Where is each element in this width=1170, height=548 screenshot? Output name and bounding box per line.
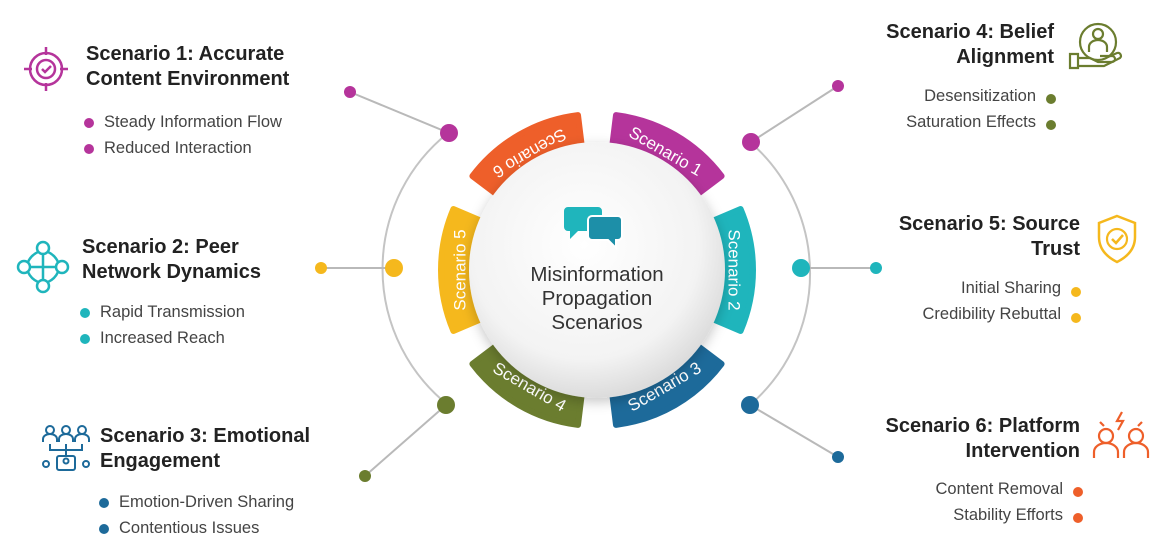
scenario-4-title-line-2: Alignment: [956, 46, 1054, 68]
scenario-2-title-line-1: Scenario 2: Peer: [82, 236, 239, 258]
scenario-4-bullet-dot: [1046, 94, 1056, 104]
scenario-2-bullet-dot: [80, 308, 90, 318]
scenario-6-bullet-2: Stability Efforts: [953, 506, 1063, 524]
connector-line: [364, 404, 447, 477]
scenario-1-title-line-2: Content Environment: [86, 68, 290, 90]
scenario-4-bullet-dot: [1046, 120, 1056, 130]
scenario-2-bullet-1: Rapid Transmission: [100, 303, 245, 321]
scenario-2-title-line-2: Network Dynamics: [82, 261, 261, 283]
scenario-3-title: Scenario 3: Emotional Engagement: [100, 424, 310, 474]
scenario-4-title-line-1: Scenario 4: Belief: [886, 21, 1054, 43]
network-icon: [16, 240, 70, 294]
scenario-6-title-line-2: Intervention: [965, 440, 1080, 462]
chat-bubbles-icon: [564, 207, 623, 251]
connector-end-dot: [344, 86, 356, 98]
scenario-3-bullet-dot: [99, 498, 109, 508]
connector-line: [749, 404, 839, 458]
scenario-5-bullet-dot: [1071, 313, 1081, 323]
scenario-5-bullet-2: Credibility Rebuttal: [922, 305, 1061, 323]
connector-node: [440, 124, 458, 142]
scenario-1-title-line-1: Scenario 1: Accurate: [86, 43, 285, 65]
connector-node: [741, 396, 759, 414]
person-hand-icon: [1068, 22, 1122, 70]
wheel-segment-label-2: Scenario 2: [725, 229, 744, 310]
scenario-1-bullet-dot: [84, 118, 94, 128]
people-network-icon: [42, 425, 90, 471]
shield-check-icon: [1097, 214, 1137, 264]
scenario-1-bullet-dot: [84, 144, 94, 154]
people-lightning-icon: [1092, 411, 1150, 458]
scenario-3-title-line-1: Scenario 3: Emotional: [100, 425, 311, 447]
center-label-line-2: Propagation: [542, 287, 653, 310]
connector-node: [437, 396, 455, 414]
scenario-5-bullet-1: Initial Sharing: [961, 279, 1061, 297]
wheel-segment-label-5: Scenario 5: [450, 229, 469, 310]
scenario-2-bullet-dot: [80, 334, 90, 344]
connector-line: [750, 85, 839, 143]
connector-end-dot: [832, 451, 844, 463]
scenario-3-bullet-2: Contentious Issues: [119, 519, 260, 537]
scenario-6-bullet-1: Content Removal: [935, 480, 1063, 498]
target-check-icon: [24, 47, 68, 91]
scenario-3-bullet-1: Emotion-Driven Sharing: [119, 493, 295, 511]
scenario-1-title: Scenario 1: Accurate Content Environment: [86, 42, 289, 92]
connector-line: [349, 91, 450, 134]
connector-node: [742, 133, 760, 151]
scenario-6-title: Scenario 6: Platform Intervention: [885, 414, 1080, 464]
connector-end-dot: [870, 262, 882, 274]
scenario-1-bullet-1: Steady Information Flow: [104, 113, 282, 131]
scenario-2-title: Scenario 2: Peer Network Dynamics: [82, 235, 261, 285]
connector-node: [385, 259, 403, 277]
scenario-1-bullet-2: Reduced Interaction: [104, 139, 252, 157]
connector-end-dot: [359, 470, 371, 482]
outer-arc-right: [749, 141, 812, 406]
scenario-4-title: Scenario 4: Belief Alignment: [886, 20, 1054, 70]
connector-end-dot: [832, 80, 844, 92]
scenario-4-bullet-2: Saturation Effects: [906, 113, 1036, 131]
scenario-5-title-line-1: Scenario 5: Source: [898, 213, 1080, 235]
center-label-line-1: Misinformation: [530, 263, 663, 286]
scenario-6-bullet-dot: [1073, 513, 1083, 523]
scenario-6-title-line-1: Scenario 6: Platform: [885, 415, 1080, 437]
scenario-5-title-line-2: Trust: [1031, 238, 1080, 260]
connector-node: [792, 259, 810, 277]
center-hub: [469, 142, 725, 398]
scenario-3-title-line-2: Engagement: [100, 450, 221, 472]
scenario-6-bullet-dot: [1073, 487, 1083, 497]
center-label-line-3: Scenarios: [551, 311, 642, 334]
scenario-5-bullet-dot: [1071, 287, 1081, 297]
scenario-2-bullet-2: Increased Reach: [100, 329, 225, 347]
scenario-3-bullet-dot: [99, 524, 109, 534]
connector-end-dot: [315, 262, 327, 274]
scenario-4-bullet-1: Desensitization: [924, 87, 1036, 105]
scenario-5-title: Scenario 5: Source Trust: [899, 212, 1080, 262]
